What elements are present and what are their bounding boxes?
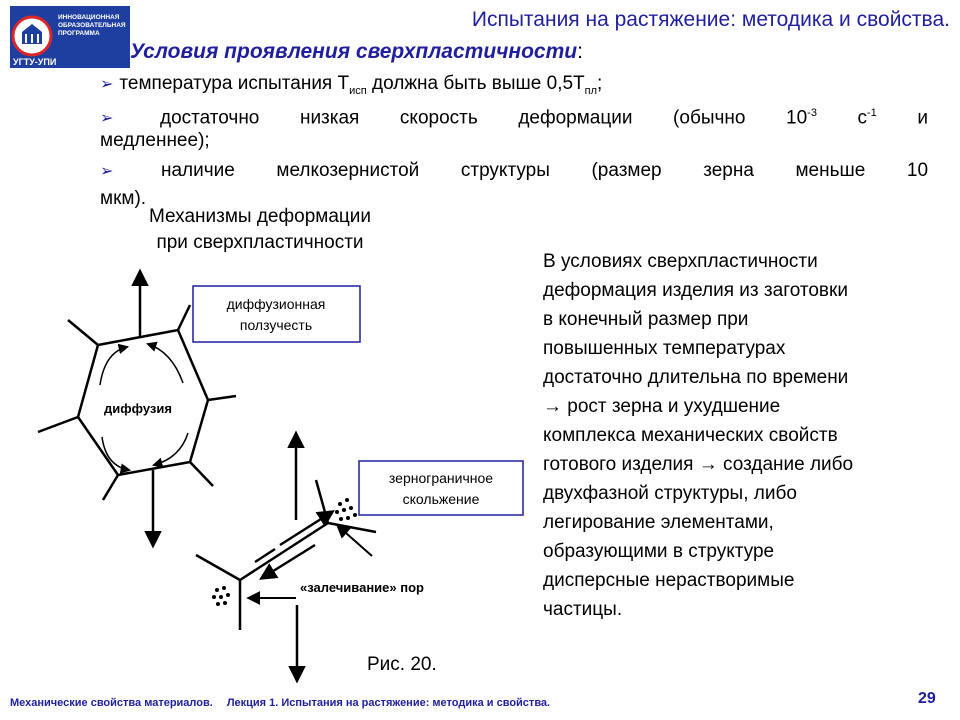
bullet-grain-structure: ➢ наличие мелкозернистой структуры (разм…: [100, 157, 928, 186]
bullet-marker-icon: ➢: [100, 110, 114, 128]
pore-cluster-1: [212, 586, 230, 606]
logo-line-3: ПРОГРАММА: [58, 30, 100, 37]
grain-boundary-sliding-label-1: зернограничное: [389, 470, 493, 486]
bullet-text: достаточно низкая скорость деформации (о…: [159, 107, 808, 129]
diffusion-arrows: [99, 341, 189, 474]
pore-cluster-2: [335, 498, 357, 521]
bullet-marker-icon: ➢: [100, 76, 114, 93]
logo-line-1: ИННОВАЦИОННАЯ: [58, 14, 120, 21]
diffusion-label: диффузия: [104, 401, 172, 416]
pore-arrow-2: [335, 524, 373, 557]
subtitle-colon: :: [577, 40, 583, 63]
bullet-text: с: [816, 107, 868, 129]
explanation-line: → рост зерна и ухудшение: [543, 396, 781, 417]
pore-healing-label: «залечивание» пор: [300, 580, 424, 595]
figure-caption: Рис. 20.: [367, 654, 437, 675]
bullet-grain-structure-continuation: мкм).: [100, 188, 147, 209]
explanation-line: образующими в структуре: [543, 541, 775, 562]
subscript: исп: [349, 84, 367, 97]
bullet-strain-rate: ➢ достаточно низкая скорость деформации …: [100, 99, 928, 133]
explanation-line: комплекса механических свойств: [543, 425, 838, 446]
bullet-strain-rate-continuation: медленнее);: [100, 130, 210, 151]
section-subtitle: Условия проявления сверхпластичности:: [130, 40, 583, 64]
explanation-line: двухфазной структуры, либо: [543, 483, 797, 504]
diffusion-creep-box: [192, 285, 361, 343]
explanation-line: готового изделия → создание либо: [543, 454, 854, 475]
footer-course: Механические свойства материалов.: [10, 697, 213, 709]
diffusion-creep-label-2: ползучесть: [240, 317, 312, 333]
bullet-text: должна быть выше 0,5T: [366, 73, 585, 94]
sliding-arrow-3: [259, 543, 316, 580]
footer-lecture: Лекция 1. Испытания на растяжение: метод…: [226, 697, 551, 709]
explanation-line: в конечный размер при: [543, 309, 749, 330]
explanation-line: частицы.: [543, 599, 623, 620]
sliding-arrow-1: [254, 547, 276, 564]
bullet-text: и: [876, 107, 928, 129]
explanation-line: легирование элементами,: [543, 512, 774, 533]
slide-title: Испытания на растяжение: методика и свой…: [471, 8, 950, 31]
explanation-line: В условиях сверхпластичности: [543, 251, 818, 272]
sliding-grain-boundaries: [195, 479, 377, 630]
superscript: -3: [807, 107, 817, 119]
explanation-line: повышенных температурах: [543, 338, 786, 359]
bullet-text: наличие мелкозернистой структуры (размер…: [161, 160, 929, 181]
mechanisms-title: Механизмы деформации при сверхпластичнос…: [100, 204, 420, 256]
page-number: 29: [918, 690, 936, 707]
university-logo: ИННОВАЦИОННАЯ ОБРАЗОВАТЕЛЬНАЯ ПРОГРАММА …: [10, 6, 130, 68]
bullet-temperature: ➢ температура испытания Tисп должна быть …: [100, 70, 928, 105]
diffusion-creep-label-1: диффузионная: [227, 296, 326, 312]
mechanisms-title-line-1: Механизмы деформации: [148, 206, 372, 227]
subscript: пл: [584, 84, 598, 97]
explanation-line: дисперсные нерастворимые: [543, 570, 795, 591]
mechanisms-title-line-2: при сверхпластичности: [156, 232, 364, 253]
logo-line-2: ОБРАЗОВАТЕЛЬНАЯ: [58, 22, 126, 29]
grain-boundary-sliding-box: [358, 460, 524, 516]
explanation-line: деформация изделия из заготовки: [543, 280, 848, 301]
explanation-line: достаточно длительна по времени: [543, 367, 849, 388]
subtitle-text: Условия проявления сверхпластичности: [130, 40, 578, 63]
superplasticity-explanation: В условиях сверхпластичности деформация …: [543, 247, 943, 624]
logo-badge: УГТУ-УПИ: [13, 57, 56, 67]
grain-boundary-lines: [37, 304, 237, 501]
bullet-text: ;: [597, 73, 603, 94]
grain-boundary-sliding-label-2: скольжение: [403, 491, 480, 507]
sliding-arrow-2: [279, 510, 335, 547]
footer: Механические свойства материалов. Лекция …: [10, 697, 550, 709]
superscript: -1: [867, 107, 877, 119]
bullet-text: температура испытания T: [119, 73, 350, 94]
bullet-marker-icon: ➢: [100, 163, 114, 180]
